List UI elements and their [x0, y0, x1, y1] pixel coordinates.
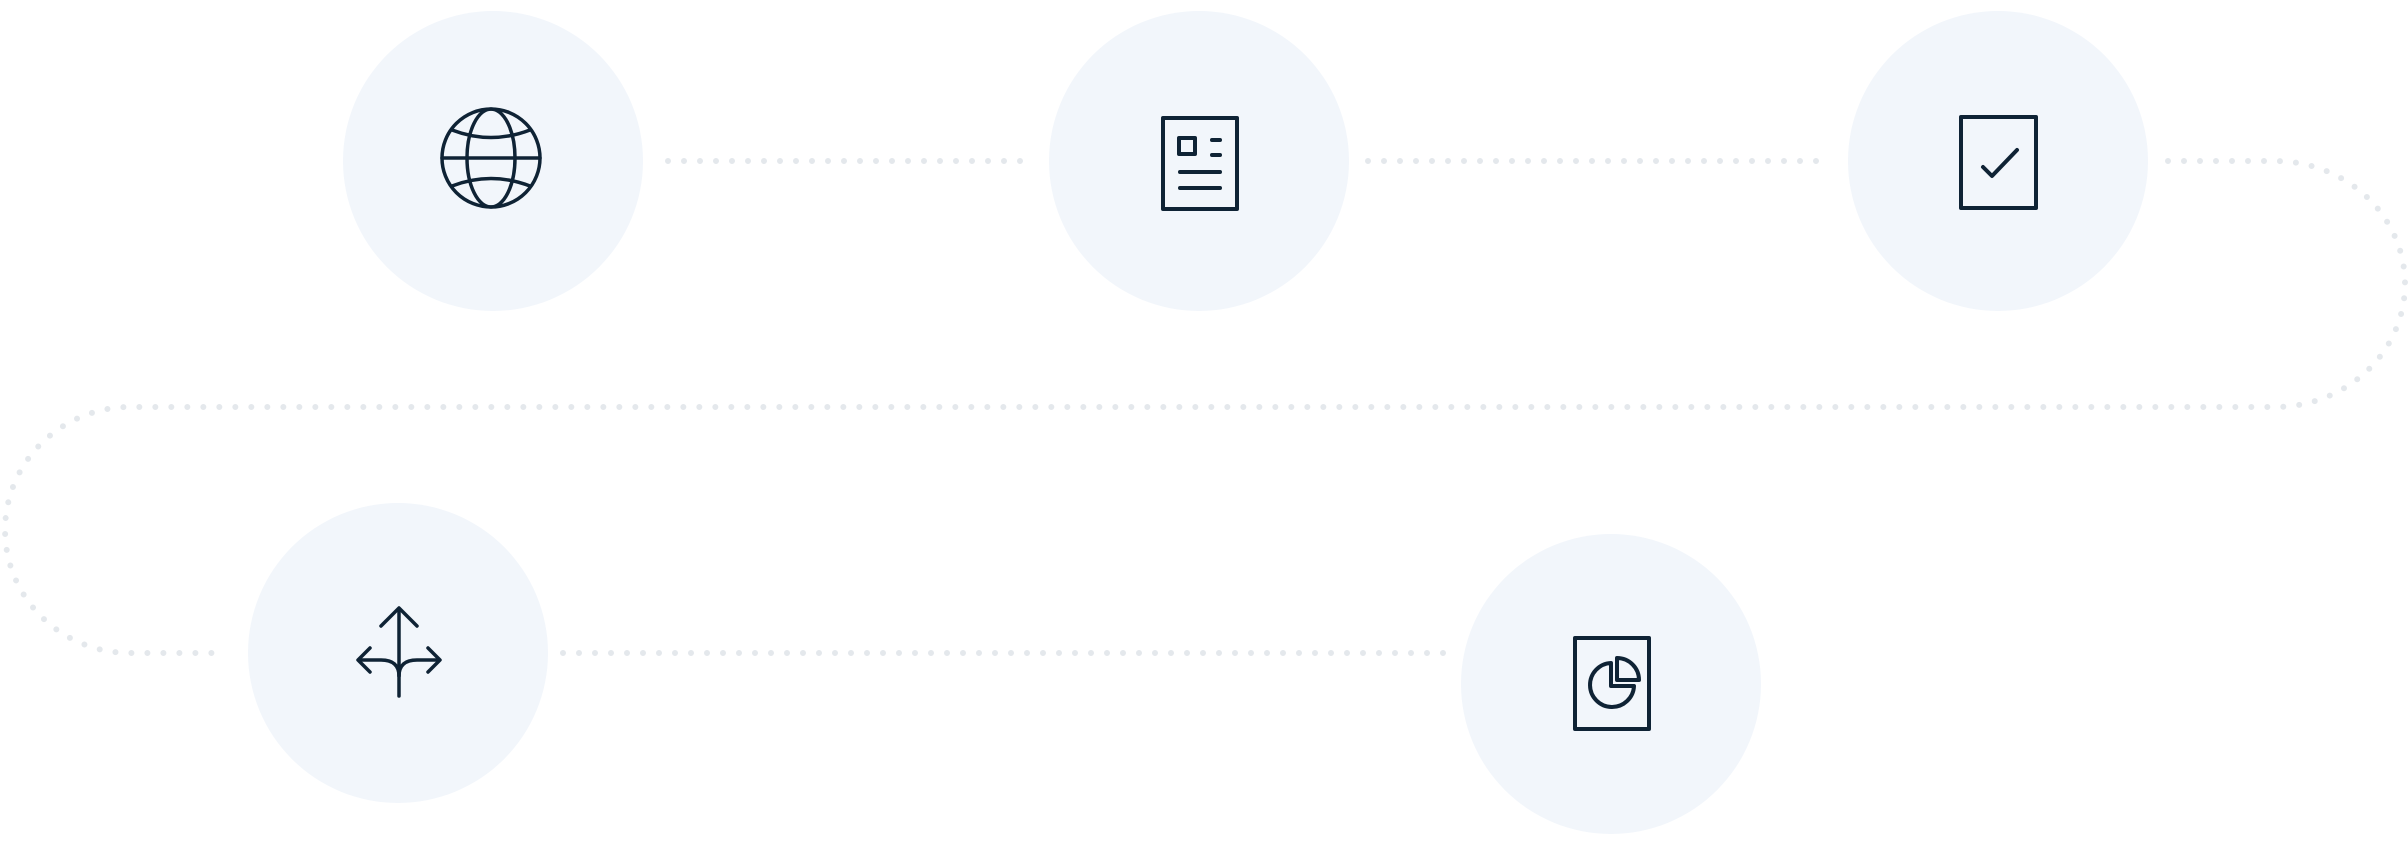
pie-chart-report-icon [1573, 636, 1651, 731]
globe-icon [440, 107, 542, 209]
step-node-1-circle [343, 11, 643, 311]
step-node-3-circle [1848, 11, 2148, 311]
step-node-2 [1049, 11, 1349, 311]
step-node-5 [1461, 534, 1761, 834]
step-node-2-circle [1049, 11, 1349, 311]
connectors [2, 158, 2408, 656]
step-node-4 [248, 503, 548, 803]
document-profile-icon [1161, 116, 1239, 211]
step-node-3 [1848, 11, 2148, 311]
step-node-1 [343, 11, 643, 311]
checklist-document-icon [1959, 115, 2038, 210]
split-arrows-icon [356, 606, 442, 698]
